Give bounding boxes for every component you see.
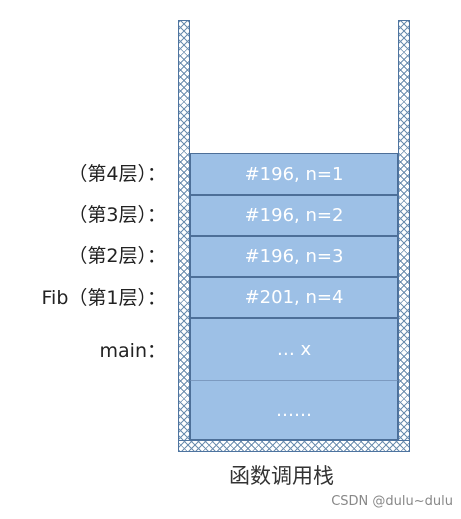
stack-bottom-wall (178, 440, 410, 452)
stack-frame-level-4: #196, n=1 (190, 153, 398, 195)
stack-frame-level-2: #196, n=3 (190, 236, 398, 277)
diagram-caption: 函数调用栈 (229, 464, 334, 488)
stack-frame-bottom: …… (190, 380, 398, 440)
frame-label-level-2: （第2层）： (68, 245, 166, 267)
stack-frame-main: … x (190, 318, 398, 380)
watermark: CSDN @dulu~dulu (331, 494, 453, 509)
frame-label-level-1: Fib（第1层）： (41, 287, 166, 309)
frame-label-level-4: （第4层）： (68, 163, 166, 185)
stack-frame-level-3: #196, n=2 (190, 195, 398, 236)
stack-frame-level-1: #201, n=4 (190, 277, 398, 318)
stack-right-wall (398, 20, 410, 452)
frame-label-level-3: （第3层）： (68, 204, 166, 226)
frame-label-main: main： (99, 340, 166, 362)
stack-left-wall (178, 20, 190, 452)
